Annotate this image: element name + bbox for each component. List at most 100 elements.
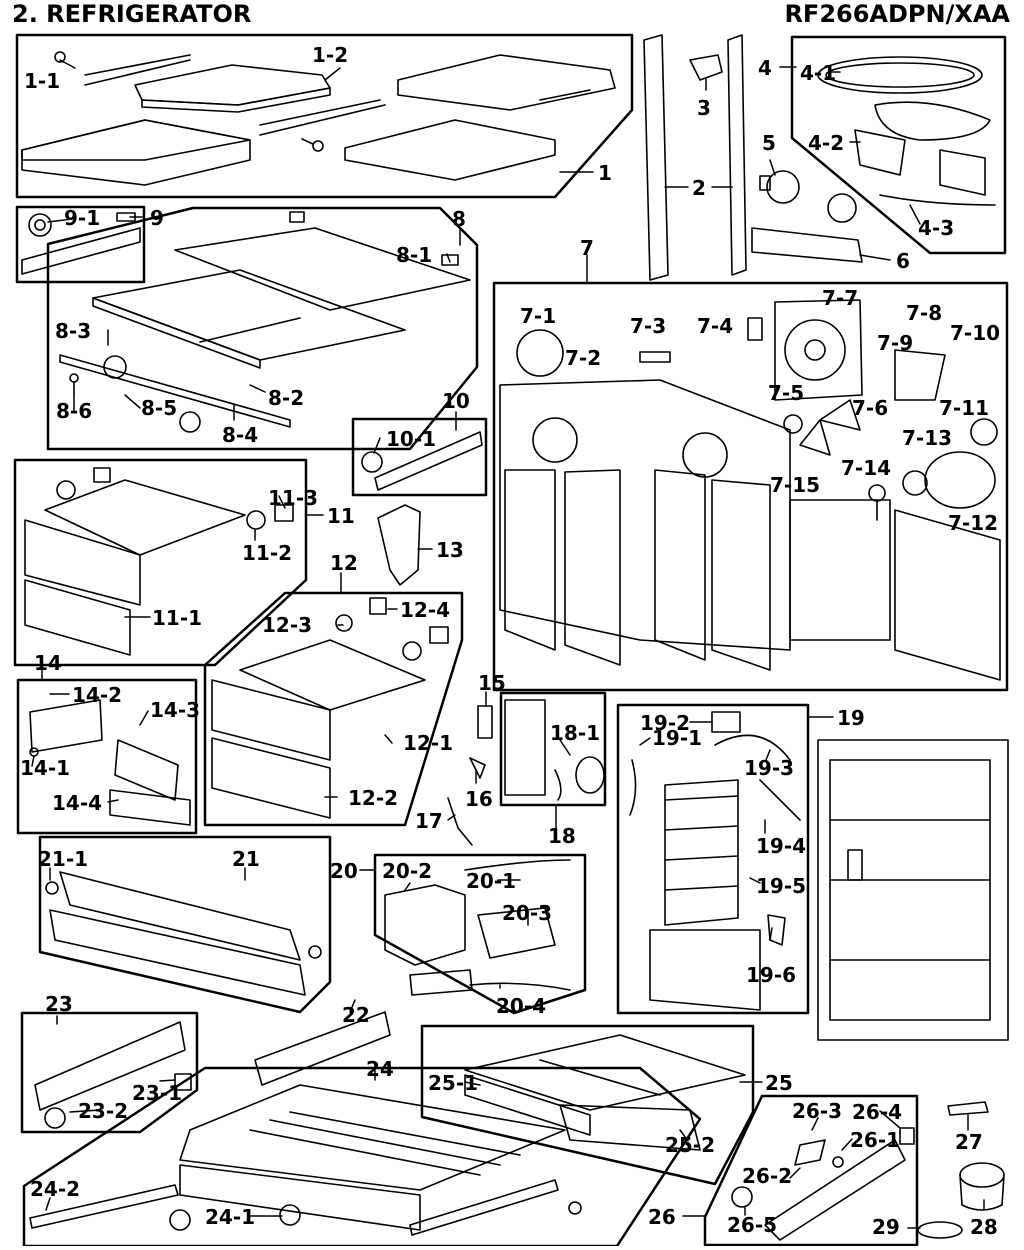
drawing-evaporator-cover: [499, 299, 1001, 681]
callout-7-6: 7-6: [852, 396, 888, 420]
callout-26-5: 26-5: [727, 1213, 777, 1237]
callout-29: 29: [872, 1215, 900, 1239]
callout-10-1: 10-1: [386, 427, 436, 451]
drawing-cabinet-liner: [817, 739, 1009, 1041]
callout-4-2: 4-2: [808, 131, 844, 155]
box-group-4: [790, 35, 1007, 255]
callout-7-8: 7-8: [906, 301, 942, 325]
callout-19-6: 19-6: [746, 963, 796, 987]
callout-6: 6: [896, 249, 910, 273]
box-group-25: [420, 1024, 755, 1186]
callout-28: 28: [970, 1215, 998, 1239]
drawing-rail-26: [731, 1127, 915, 1241]
section-title: 2. REFRIGERATOR: [12, 0, 252, 28]
callout-7-1: 7-1: [520, 304, 556, 328]
model-number: RF266ADPN/XAA: [784, 0, 1010, 28]
callout-10: 10: [442, 389, 470, 413]
callout-8-5: 8-5: [141, 396, 177, 420]
callout-26-4: 26-4: [852, 1100, 902, 1124]
box-group-18: [499, 691, 607, 807]
callout-23-2: 23-2: [78, 1099, 128, 1123]
callout-25-1: 25-1: [428, 1071, 478, 1095]
drawing-cover-13: [377, 504, 421, 586]
callout-7-2: 7-2: [565, 346, 601, 370]
box-group-9: [15, 205, 146, 284]
callout-7-12: 7-12: [948, 511, 998, 535]
callout-20: 20: [330, 859, 358, 883]
callout-24: 24: [366, 1057, 394, 1081]
callout-14-4: 14-4: [52, 791, 102, 815]
callout-3: 3: [697, 96, 711, 120]
callout-27: 27: [955, 1130, 983, 1154]
callout-7-13: 7-13: [902, 426, 952, 450]
part-drawings: [21, 34, 1009, 1241]
callout-7-7: 7-7: [822, 286, 858, 310]
callout-9-1: 9-1: [64, 206, 100, 230]
drawing-door-trims: [643, 34, 747, 281]
box-group-23: [20, 1011, 199, 1134]
callout-11: 11: [327, 504, 355, 528]
callout-7-15: 7-15: [770, 473, 820, 497]
callout-19-4: 19-4: [756, 834, 806, 858]
callout-8: 8: [452, 207, 466, 231]
drawing-lamp-assembly: [751, 56, 996, 263]
drawing-bin-21: [45, 871, 322, 996]
callout-14: 14: [34, 651, 62, 675]
callout-7-9: 7-9: [877, 331, 913, 355]
drawing-rail-9: [21, 212, 141, 275]
callout-14-3: 14-3: [150, 698, 200, 722]
drawing-shelf-8: [59, 211, 471, 433]
drawing-drawer-12: [211, 597, 449, 819]
callout-22: 22: [342, 1003, 370, 1027]
callout-23: 23: [45, 992, 73, 1016]
callout-17: 17: [415, 809, 443, 833]
box-group-1: [15, 33, 634, 199]
callout-7-11: 7-11: [939, 396, 989, 420]
callout-8-3: 8-3: [55, 319, 91, 343]
box-group-7: [492, 281, 1009, 692]
box-group-8: [46, 206, 479, 451]
callout-23-1: 23-1: [132, 1081, 182, 1105]
callout-26-1: 26-1: [850, 1128, 900, 1152]
drawing-misc-27-29: [917, 1101, 1005, 1239]
drawing-rail-10: [361, 431, 483, 491]
callout-12-2: 12-2: [348, 786, 398, 810]
callout-19-3: 19-3: [744, 756, 794, 780]
drawing-vent-22: [254, 1011, 391, 1086]
callout-19-2: 19-2: [640, 711, 690, 735]
callout-11-2: 11-2: [242, 541, 292, 565]
callout-19: 19: [837, 706, 865, 730]
callout-25-2: 25-2: [665, 1133, 715, 1157]
callout-19-5: 19-5: [756, 874, 806, 898]
leader-lines: [31, 59, 985, 1229]
callout-26: 26: [648, 1205, 676, 1229]
callout-7-5: 7-5: [768, 381, 804, 405]
callout-8-4: 8-4: [222, 423, 258, 447]
callout-7-14: 7-14: [841, 456, 891, 480]
drawing-small-parts: [447, 705, 493, 846]
callout-14-2: 14-2: [72, 683, 122, 707]
callout-2: 2: [692, 176, 706, 200]
drawing-ice-maker-20: [384, 859, 571, 996]
callout-20-2: 20-2: [382, 859, 432, 883]
callout-12-1: 12-1: [403, 731, 453, 755]
box-group-12: [203, 591, 464, 827]
callout-1-1: 1-1: [24, 69, 60, 93]
drawing-shelf-25: [464, 1034, 746, 1151]
callout-11-1: 11-1: [152, 606, 202, 630]
callout-14-1: 14-1: [20, 756, 70, 780]
callout-7-3: 7-3: [630, 314, 666, 338]
drawing-glass-shelves: [21, 51, 616, 186]
callout-19-1: 19-1: [652, 726, 702, 750]
callout-20-1: 20-1: [466, 869, 516, 893]
callout-5: 5: [762, 131, 776, 155]
box-group-14: [16, 678, 198, 835]
callout-20-4: 20-4: [496, 994, 546, 1018]
callout-8-2: 8-2: [268, 386, 304, 410]
callout-15: 15: [478, 671, 506, 695]
callout-24-1: 24-1: [205, 1205, 255, 1229]
callout-12-3: 12-3: [262, 613, 312, 637]
box-group-10: [351, 417, 488, 497]
drawing-cover-18: [504, 699, 605, 801]
